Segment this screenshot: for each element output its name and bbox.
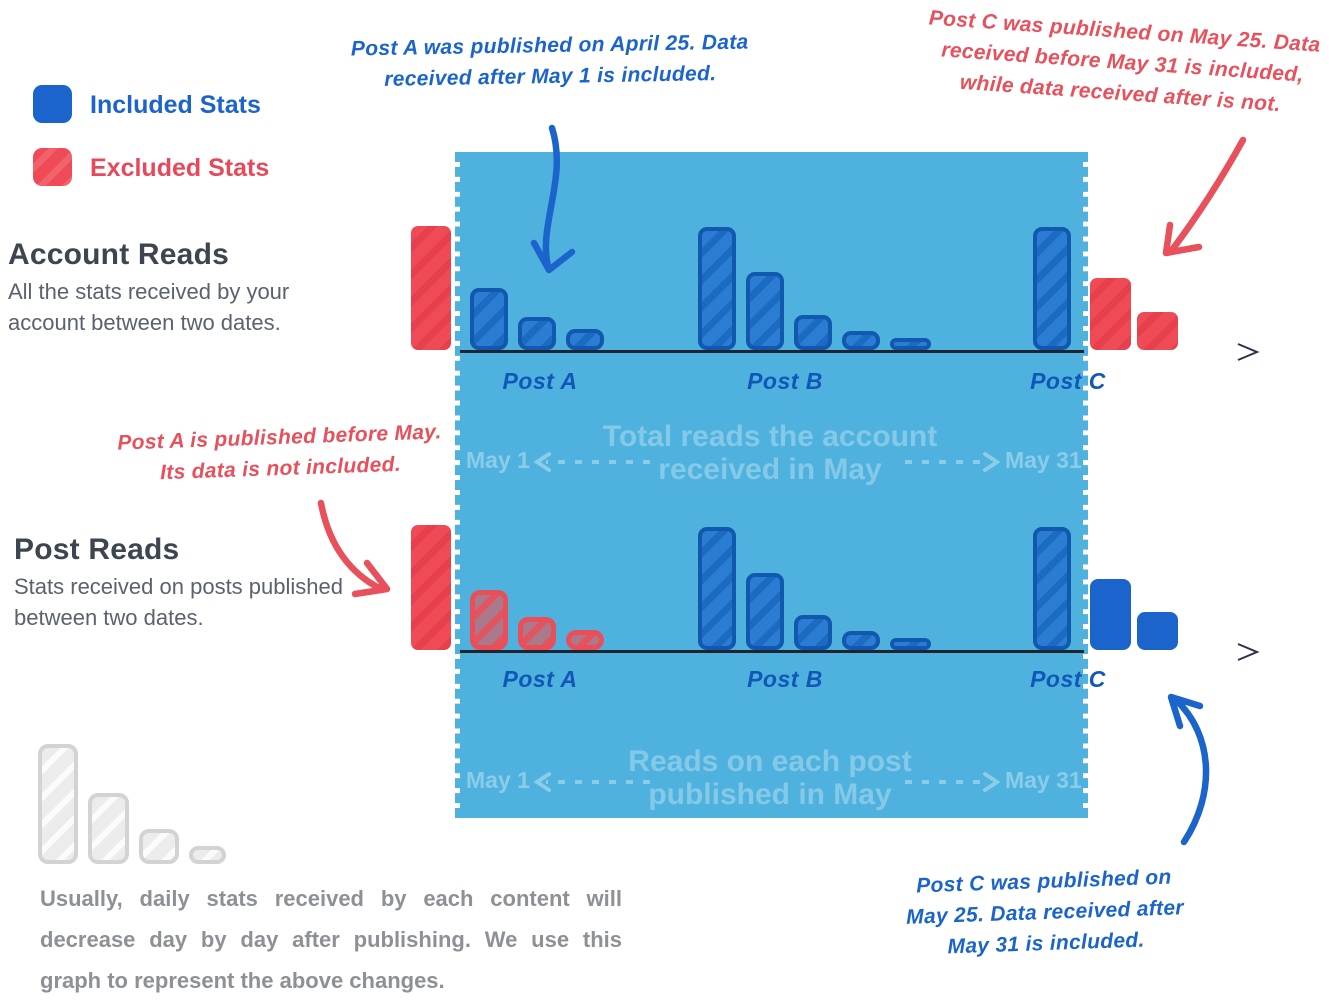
chart1-post-c-bars [1033,227,1071,350]
bar-included [842,631,880,650]
may1-label-chart2: May 1 [466,767,530,793]
decay-explanation-text: Usually, daily stats received by each co… [40,886,622,993]
chart1-post-b-label: Post B [747,368,823,394]
watermark-line: Reads on each post [628,745,912,778]
bar-included [1090,579,1131,650]
note-post-a-excluded: Post A is published before May. Its data… [116,420,442,485]
post-reads-title: Post Reads [14,533,180,566]
chart2-post-b-label: Post B [747,666,823,692]
bar-included [746,573,784,650]
chart1-post-a-label: Post A [502,368,578,394]
note-post-a-published-april: Post A was published on April 25. Data r… [350,30,749,91]
bar-included [698,527,736,650]
bar-included [518,317,556,350]
note-post-c-account-rule: Post C was published on May 25. Data rec… [928,6,1322,117]
post-chart-watermark: Reads on each post published in May [520,745,1020,811]
bar-included [746,272,784,350]
arrow-post-c-top [1168,136,1247,254]
included-stats-label: Included Stats [90,91,261,119]
chart2-after-may-bars [1090,579,1178,650]
bar-excluded [1090,278,1131,350]
bar-neutral [189,846,226,864]
bar-excluded [411,226,451,350]
chart1-before-may-bars [411,226,451,350]
bar-included [794,615,832,650]
bar-included [890,638,931,650]
bar-included [1033,527,1071,650]
may1-label-chart1: May 1 [466,447,530,473]
excluded-stats-swatch [33,148,72,186]
post-reads-description: Stats received on posts published betwee… [14,574,343,630]
arrowhead-post-c-bottom [1167,693,1204,730]
chart1-post-b-bars [698,227,931,350]
may31-label-chart2: May 31 [1005,767,1082,793]
chart2-post-c-label: Post C [1030,666,1106,692]
arrowhead-post-c-top [1162,221,1203,257]
chart1-after-may-bars [1090,278,1178,350]
bar-included [566,329,604,350]
decay-illustration-bars [38,744,226,864]
bar-neutral [38,744,78,864]
watermark-line: Total reads the account [602,420,938,453]
bar-excluded [470,590,508,650]
bar-neutral [139,829,179,864]
chart2-post-a-label: Post A [502,666,578,692]
bar-neutral [88,793,129,864]
chart2-post-c-bars [1033,527,1071,650]
bar-included [1033,227,1071,350]
excluded-stats-label: Excluded Stats [90,154,270,182]
note-post-c-included: Post C was published on May 25. Data rec… [905,865,1185,959]
bar-included [698,227,736,350]
chart1-post-c-label: Post C [1030,368,1106,394]
arrow-post-c-bottom [1172,696,1210,846]
bar-included [1137,612,1178,650]
bar-excluded [411,525,451,650]
bar-excluded [1137,312,1178,350]
chart2-post-a-bars [470,590,604,650]
included-stats-swatch [33,85,72,123]
account-reads-description: All the stats received by your account b… [8,279,290,335]
chart2-axis [460,650,1084,653]
account-reads-title: Account Reads [8,238,229,271]
watermark-line: published in May [648,778,892,811]
bar-excluded [566,630,604,650]
bar-included [842,331,880,350]
chart1-post-a-bars [470,288,604,350]
watermark-line: received in May [658,453,882,486]
chart1-axis-arrow-icon [1237,343,1260,361]
chart1-axis [460,350,1084,353]
bar-included [470,288,508,350]
bar-excluded [518,617,556,650]
may31-label-chart1: May 31 [1005,447,1082,473]
bar-included [890,338,931,350]
chart2-axis-arrow-icon [1237,643,1260,661]
account-chart-watermark: Total reads the account received in May [520,420,1020,486]
bar-included [794,315,832,350]
chart2-before-may-bars [411,525,451,650]
chart2-post-b-bars [698,527,931,650]
